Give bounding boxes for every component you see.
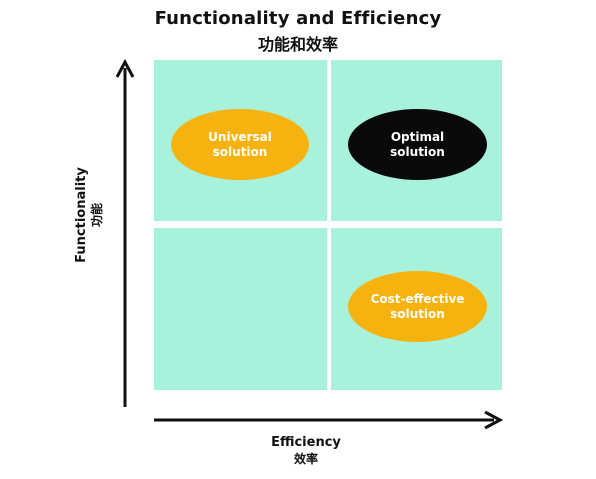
- universal-solution-ellipse: Universal solution: [171, 109, 309, 180]
- x-axis-label: Efficiency 效率: [246, 435, 366, 467]
- optimal-solution-ellipse: Optimal solution: [348, 109, 487, 180]
- universal-solution-line1: Universal: [208, 129, 272, 144]
- title-chinese: 功能和效率: [257, 35, 338, 54]
- x-axis-arrowhead: [484, 410, 504, 430]
- cost-effective-solution-line1: Cost-effective: [370, 291, 465, 306]
- cost-effective-solution-line2: solution: [390, 306, 445, 321]
- title-english: Functionality and Efficiency: [154, 8, 442, 29]
- quadrant-bottom-left: [154, 228, 327, 390]
- x-axis-label-chinese: 效率: [293, 452, 318, 466]
- y-axis-label: Functionality 功能: [74, 160, 105, 270]
- optimal-solution-line1: Optimal: [390, 129, 445, 144]
- cost-effective-solution-ellipse: Cost-effective solution: [348, 271, 487, 342]
- y-axis-label-chinese: 功能: [90, 203, 104, 228]
- x-axis-label-english: Efficiency: [271, 435, 341, 450]
- y-axis-label-english: Functionality: [74, 167, 89, 263]
- universal-solution-line2: solution: [212, 144, 268, 159]
- optimal-solution-line2: solution: [390, 144, 445, 159]
- y-axis-arrowhead: [115, 58, 135, 78]
